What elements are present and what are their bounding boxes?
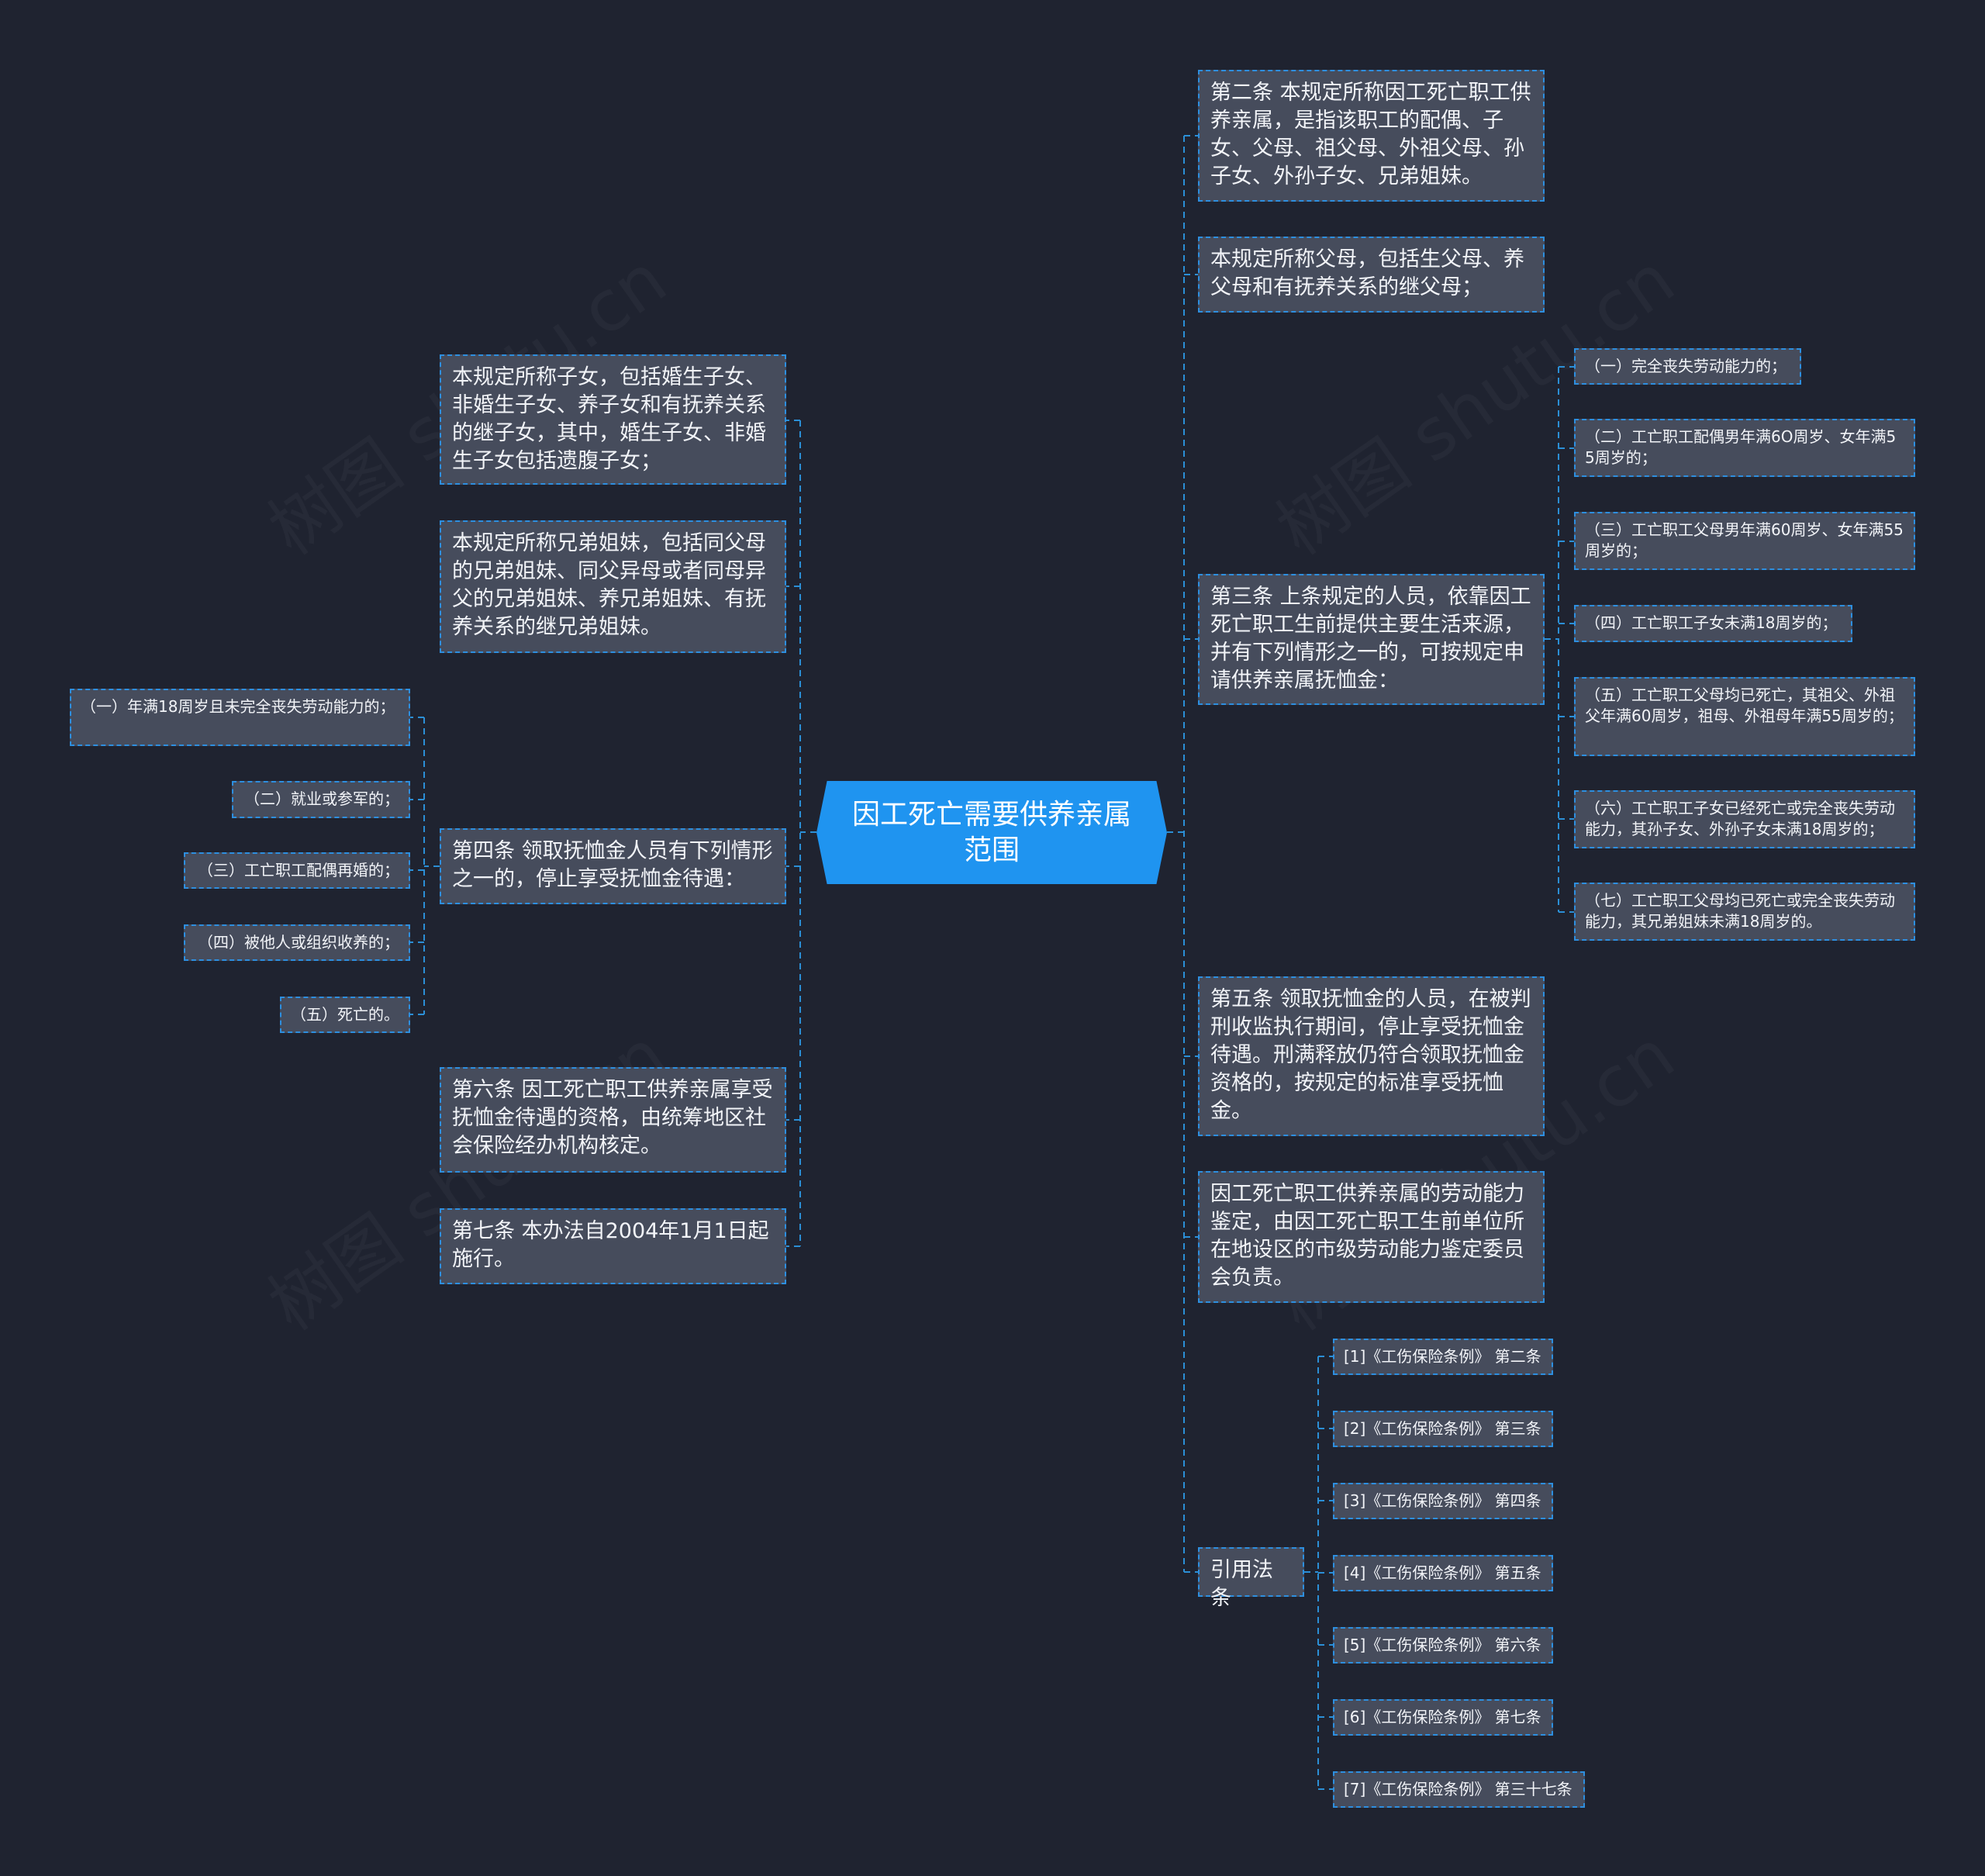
citation-7[interactable]: [7]《工伤保险条例》 第三十七条 (1333, 1771, 1585, 1808)
right-node-article3[interactable]: 第三条 上条规定的人员，依靠因工死亡职工生前提供主要生活来源，并有下列情形之一的… (1198, 574, 1545, 705)
root-node[interactable]: 因工死亡需要供养亲属范围 (816, 781, 1167, 884)
right-sub-7[interactable]: （七）工亡职工父母均已死亡或完全丧失劳动能力，其兄弟姐妹未满18周岁的。 (1574, 883, 1915, 941)
right-node-parents[interactable]: 本规定所称父母，包括生父母、养父母和有抚养关系的继父母； (1198, 237, 1545, 313)
left-sub-3[interactable]: （三）工亡职工配偶再婚的； (184, 852, 410, 889)
left-node-2[interactable]: 本规定所称兄弟姐妹，包括同父母的兄弟姐妹、同父异母或者同母异父的兄弟姐妹、养兄弟… (440, 520, 786, 653)
right-sub-1[interactable]: （一）完全丧失劳动能力的； (1574, 348, 1801, 385)
citation-6[interactable]: [6]《工伤保险条例》 第七条 (1333, 1699, 1553, 1736)
right-node-article2[interactable]: 第二条 本规定所称因工死亡职工供养亲属，是指该职工的配偶、子女、父母、祖父母、外… (1198, 70, 1545, 202)
right-sub-2[interactable]: （二）工亡职工配偶男年满6O周岁、女年满55周岁的； (1574, 419, 1915, 477)
left-sub-2[interactable]: （二）就业或参军的； (232, 781, 410, 818)
left-node-article7[interactable]: 第七条 本办法自2004年1月1日起施行。 (440, 1208, 786, 1284)
left-node-1[interactable]: 本规定所称子女，包括婚生子女、非婚生子女、养子女和有抚养关系的继子女，其中，婚生… (440, 354, 786, 485)
citation-5[interactable]: [5]《工伤保险条例》 第六条 (1333, 1627, 1553, 1664)
left-sub-1[interactable]: （一）年满18周岁且未完全丧失劳动能力的； (70, 689, 410, 746)
citation-1[interactable]: [1]《工伤保险条例》 第二条 (1333, 1339, 1553, 1375)
left-node-article6[interactable]: 第六条 因工死亡职工供养亲属享受抚恤金待遇的资格，由统筹地区社会保险经办机构核定… (440, 1067, 786, 1173)
right-sub-4[interactable]: （四）工亡职工子女未满18周岁的； (1574, 605, 1852, 642)
right-sub-3[interactable]: （三）工亡职工父母男年满60周岁、女年满55周岁的； (1574, 512, 1915, 570)
left-node-article4[interactable]: 第四条 领取抚恤金人员有下列情形之一的，停止享受抚恤金待遇： (440, 828, 786, 904)
right-sub-6[interactable]: （六）工亡职工子女已经死亡或完全丧失劳动能力，其孙子女、外孙子女未满18周岁的； (1574, 790, 1915, 848)
right-node-assessment[interactable]: 因工死亡职工供养亲属的劳动能力鉴定，由因工死亡职工生前单位所在地设区的市级劳动能… (1198, 1171, 1545, 1303)
right-node-article5[interactable]: 第五条 领取抚恤金的人员，在被判刑收监执行期间，停止享受抚恤金待遇。刑满释放仍符… (1198, 976, 1545, 1136)
citation-4[interactable]: [4]《工伤保险条例》 第五条 (1333, 1555, 1553, 1591)
left-sub-5[interactable]: （五）死亡的。 (280, 997, 410, 1033)
citation-3[interactable]: [3]《工伤保险条例》 第四条 (1333, 1483, 1553, 1519)
right-sub-5[interactable]: （五）工亡职工父母均已死亡，其祖父、外祖父年满60周岁，祖母、外祖母年满55周岁… (1574, 677, 1915, 756)
left-sub-4[interactable]: （四）被他人或组织收养的； (184, 924, 410, 961)
root-label: 因工死亡需要供养亲属范围 (851, 798, 1131, 866)
citation-2[interactable]: [2]《工伤保险条例》 第三条 (1333, 1411, 1553, 1447)
right-node-citations[interactable]: 引用法条 (1198, 1547, 1304, 1610)
